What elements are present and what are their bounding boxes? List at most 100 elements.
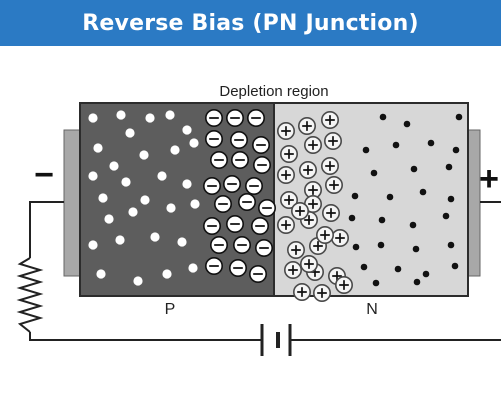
hole-dot <box>128 207 138 217</box>
bottom-left-wire <box>29 332 262 341</box>
positive-ion <box>320 157 339 176</box>
negative-ion <box>238 193 257 212</box>
hole-dot <box>182 125 192 135</box>
positive-ion <box>303 181 322 200</box>
positive-ion <box>324 176 343 195</box>
electron-dot <box>379 113 387 121</box>
depletion-region-label: Depletion region <box>219 83 328 100</box>
positive-ion <box>303 136 322 155</box>
negative-ion <box>247 109 266 128</box>
hole-dot <box>88 240 98 250</box>
positive-ion <box>320 111 339 130</box>
electron-dot <box>409 221 417 229</box>
negative-ions <box>203 109 276 283</box>
page-title: Reverse Bias (PN Junction) <box>82 10 419 36</box>
electron-dot <box>348 214 356 222</box>
hole-dot <box>125 128 135 138</box>
p-side-holes <box>88 110 200 286</box>
hole-dot <box>116 110 126 120</box>
electron-dot <box>394 265 402 273</box>
left-wire <box>29 201 64 258</box>
hole-dot <box>165 110 175 120</box>
positive-ion <box>321 204 340 223</box>
negative-ion <box>223 175 242 194</box>
negative-ion <box>231 151 250 170</box>
electron-dot <box>351 192 359 200</box>
hole-dot <box>140 195 150 205</box>
hole-dot <box>162 269 172 279</box>
positive-ions <box>276 111 353 302</box>
electron-dot <box>419 188 427 196</box>
n-side-electrons <box>348 113 463 287</box>
hole-dot <box>88 171 98 181</box>
electron-dot <box>413 278 421 286</box>
hole-dot <box>139 150 149 160</box>
hole-dot <box>189 138 199 148</box>
positive-ion <box>292 282 311 301</box>
negative-ion <box>214 195 233 214</box>
positive-ion <box>279 191 298 210</box>
hole-dot <box>121 177 131 187</box>
hole-dot <box>104 214 114 224</box>
electron-dot <box>452 146 460 154</box>
positive-ion <box>286 241 305 260</box>
electron-dot <box>445 163 453 171</box>
electron-dot <box>352 243 360 251</box>
title-bar: Reverse Bias (PN Junction) <box>0 0 501 46</box>
positive-ion <box>312 283 331 302</box>
negative-ion <box>251 217 270 236</box>
hole-dot <box>166 203 176 213</box>
electron-dot <box>360 263 368 271</box>
negative-ion <box>255 239 274 258</box>
positive-ion <box>323 132 342 151</box>
hole-dot <box>145 113 155 123</box>
electron-dot <box>378 216 386 224</box>
hole-dot <box>115 235 125 245</box>
electron-dot <box>392 141 400 149</box>
electron-dot <box>447 195 455 203</box>
negative-ion <box>205 256 224 275</box>
electron-dot <box>455 113 463 121</box>
negative-ion <box>205 130 224 149</box>
minus-terminal: − <box>34 156 54 194</box>
negative-ion <box>257 199 276 218</box>
negative-ion <box>210 236 229 255</box>
hole-dot <box>170 145 180 155</box>
positive-ion <box>297 117 316 136</box>
positive-ion <box>290 202 309 221</box>
negative-ion <box>249 264 268 283</box>
electron-dot <box>447 241 455 249</box>
semiconductor-outline <box>79 102 469 297</box>
positive-ion <box>330 229 349 248</box>
negative-ion <box>229 258 248 277</box>
electron-dot <box>377 241 385 249</box>
electron-dot <box>451 262 459 270</box>
electron-dot <box>427 139 435 147</box>
electron-dot <box>372 279 380 287</box>
negative-ion <box>205 109 224 128</box>
hole-dot <box>93 143 103 153</box>
electron-dot <box>412 245 420 253</box>
hole-dot <box>109 161 119 171</box>
negative-ion <box>203 217 222 236</box>
positive-ion <box>279 145 298 164</box>
electron-dot <box>362 146 370 154</box>
positive-ion <box>276 166 295 185</box>
hole-dot <box>150 232 160 242</box>
positive-ion <box>276 122 295 141</box>
n-label: N <box>366 301 378 318</box>
negative-ion <box>245 177 264 196</box>
negative-ion <box>203 177 222 196</box>
electron-dot <box>442 212 450 220</box>
hole-dot <box>133 276 143 286</box>
electron-dot <box>410 165 418 173</box>
negative-ion <box>253 156 272 175</box>
positive-ion <box>283 260 302 279</box>
electron-dot <box>422 270 430 278</box>
negative-ion <box>226 109 245 128</box>
plus-terminal: + <box>479 160 499 198</box>
hole-dot <box>188 263 198 273</box>
hole-dot <box>157 171 167 181</box>
